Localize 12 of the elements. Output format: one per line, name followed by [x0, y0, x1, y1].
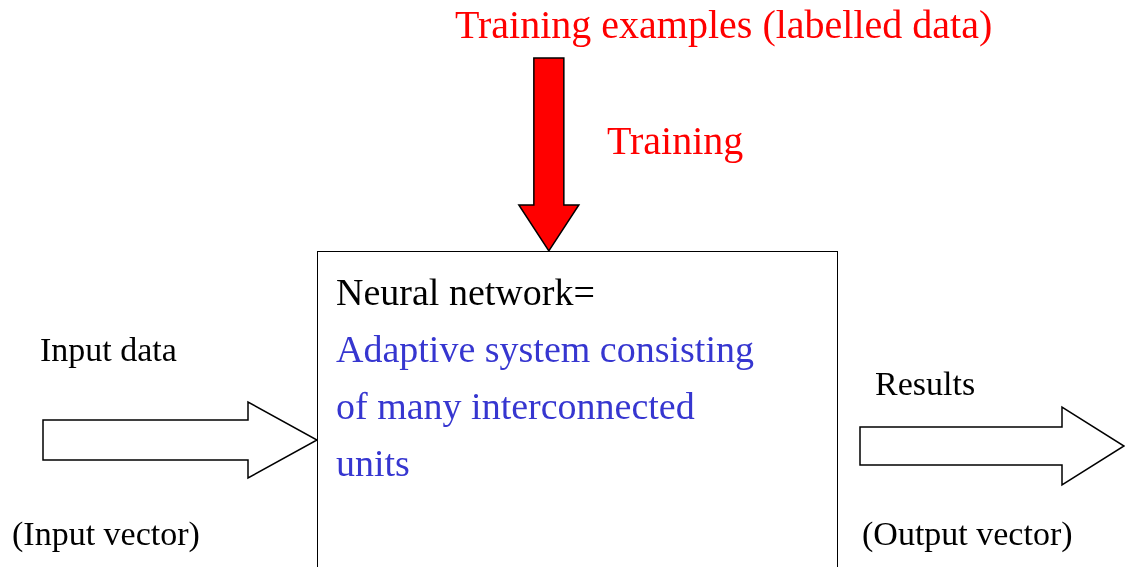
- block-arrow: [517, 57, 581, 253]
- edge-label: Training: [607, 118, 744, 164]
- heading-text: Training examples (labelled data): [455, 2, 993, 48]
- edge-label: Input data: [40, 330, 177, 370]
- process-box: [317, 251, 838, 567]
- note-text: (Input vector): [12, 514, 200, 554]
- edge-label: Results: [875, 364, 976, 404]
- block-arrow: [859, 405, 1125, 487]
- box-heading: Neural network=: [336, 270, 595, 315]
- box-description: Adaptive system consisting of many interconnected units: [336, 327, 755, 486]
- block-arrow: [42, 400, 319, 480]
- note-text: (Output vector): [862, 514, 1073, 554]
